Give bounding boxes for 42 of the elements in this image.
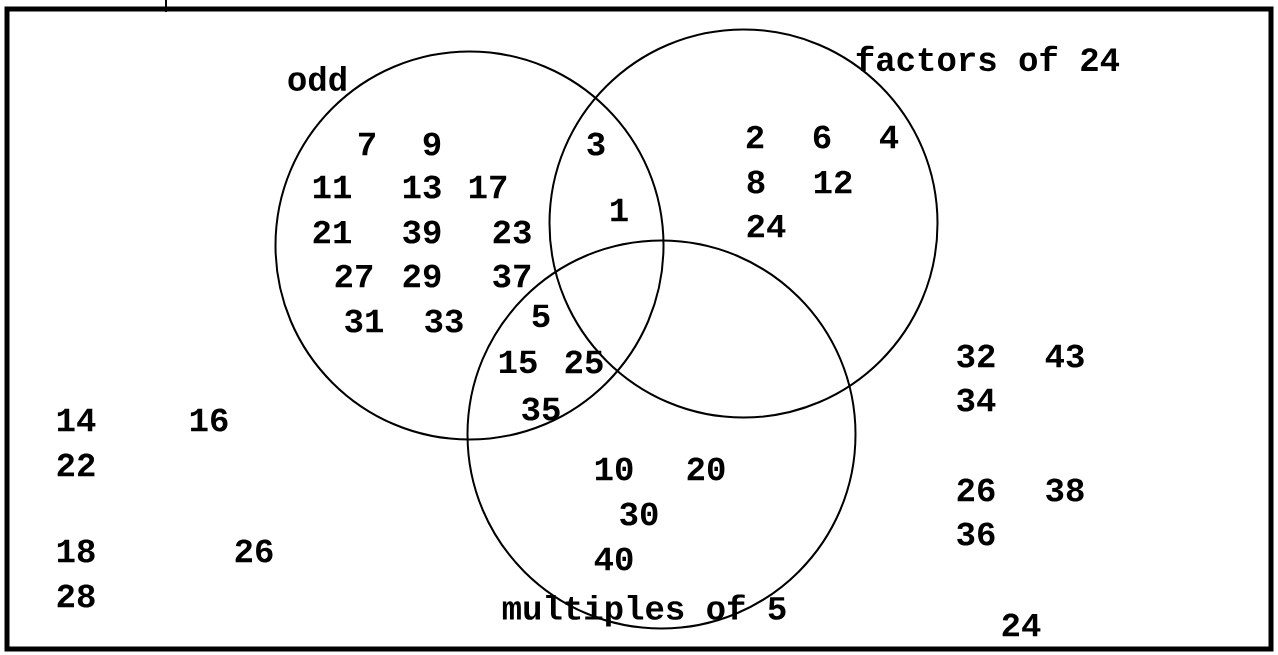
number-label: 22 [57,453,95,477]
number-label: 34 [957,388,996,412]
number-label: 13 [403,175,441,199]
number-label: 24 [747,214,786,238]
number-label: 14 [57,408,96,432]
number-label: 7 [359,132,375,156]
number-label: 21 [313,220,351,244]
number-label: 37 [493,264,531,288]
number-label: 24 [1002,613,1041,637]
number-label: 29 [403,264,441,288]
number-label: 3 [587,132,605,156]
number-label: 12 [814,170,852,194]
number-label: 36 [957,522,995,546]
number-label: 17 [469,175,507,199]
number-label: 5 [532,304,550,328]
number-label: 32 [957,344,995,368]
number-label: 26 [957,478,995,502]
number-label: 8 [747,170,765,194]
number-label: 31 [345,309,383,333]
number-label: 16 [190,408,228,432]
number-label: 2 [746,125,764,149]
number-label: 33 [425,309,463,333]
number-label: 1 [611,198,628,222]
number-label: 11 [313,175,351,199]
number-label: 30 [620,502,658,526]
number-label: 25 [565,350,603,374]
number-label: 38 [1046,478,1084,502]
number-label: 27 [335,264,373,288]
number-label: 10 [595,457,633,481]
number-label: 26 [235,539,273,563]
number-label: 15 [499,350,537,374]
number-label: 9 [423,132,441,156]
number-label: 18 [57,539,95,563]
number-label: 20 [687,457,725,481]
number-label: 28 [57,584,95,608]
number-label: 39 [403,220,441,244]
number-label: 6 [813,125,831,149]
frame [4,6,1274,652]
number-label: 35 [522,397,560,421]
number-label: 43 [1045,344,1084,368]
number-label: 4 [880,125,899,149]
number-label: 40 [594,547,633,571]
